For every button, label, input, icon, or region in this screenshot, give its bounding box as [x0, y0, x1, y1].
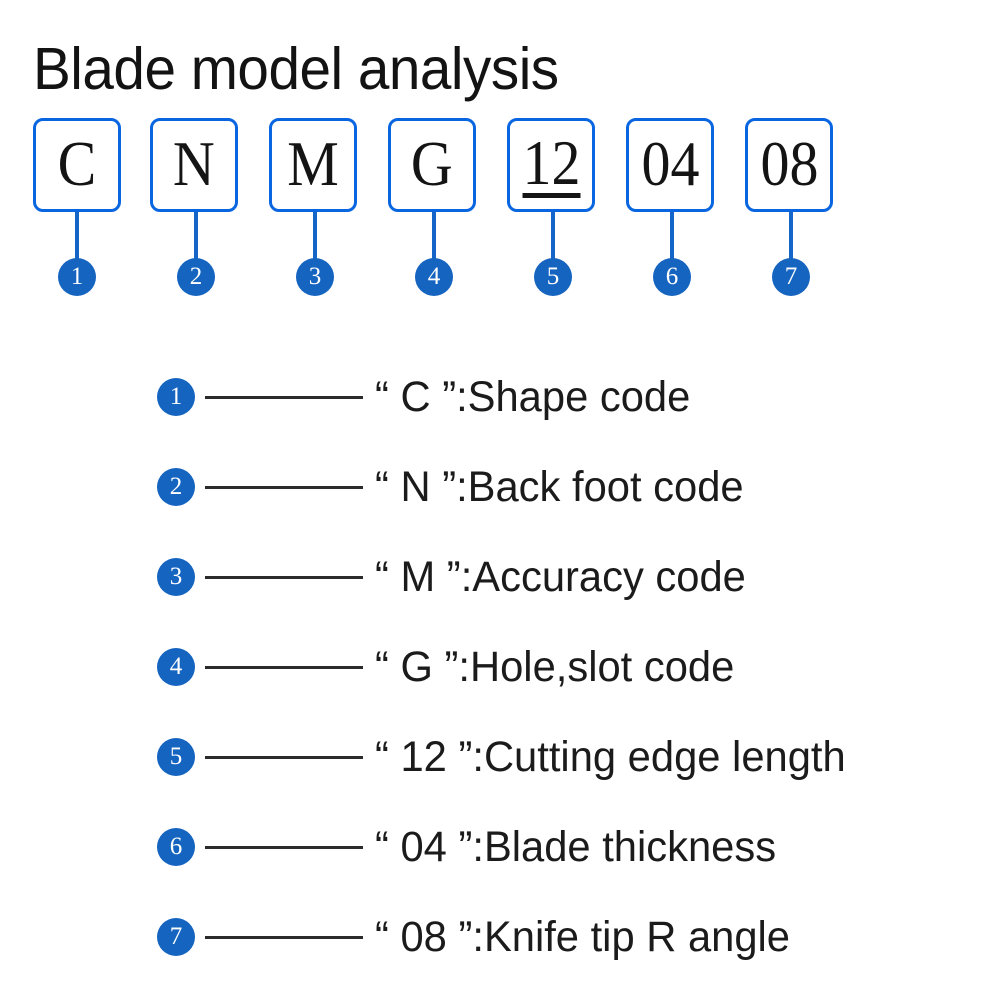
code-box-5[interactable]: 12 — [507, 118, 595, 212]
legend-badge-number: 6 — [169, 833, 183, 860]
page-title: Blade model analysis — [33, 36, 559, 102]
legend-label-1: “ C ”:Shape code — [375, 373, 691, 421]
legend-badge-5[interactable]: 5 — [157, 738, 195, 776]
connector-line-1 — [75, 212, 79, 260]
connector-line-4 — [432, 212, 436, 260]
legend-dash — [205, 665, 363, 669]
legend-badge-number: 1 — [169, 383, 183, 410]
code-box-label: M — [287, 128, 339, 199]
code-badge-4[interactable]: 4 — [415, 258, 453, 296]
code-badge-7[interactable]: 7 — [772, 258, 810, 296]
legend-dash — [205, 485, 363, 489]
legend-badge-number: 5 — [169, 743, 183, 770]
legend-dash — [205, 755, 363, 759]
legend-row-7[interactable]: 7 “ 08 ”:Knife tip R angle — [157, 913, 803, 961]
legend-dash — [205, 575, 363, 579]
legend-badge-number: 4 — [169, 653, 183, 680]
code-badge-number: 6 — [665, 263, 679, 290]
legend-label-6: “ 04 ”:Blade thickness — [375, 823, 777, 871]
legend-badge-3[interactable]: 3 — [157, 558, 195, 596]
legend-badge-2[interactable]: 2 — [157, 468, 195, 506]
code-box-label: G — [411, 128, 453, 199]
legend-badge-4[interactable]: 4 — [157, 648, 195, 686]
code-box-6[interactable]: 04 — [626, 118, 714, 212]
code-box-7[interactable]: 08 — [745, 118, 833, 212]
legend-label-7: “ 08 ”:Knife tip R angle — [375, 913, 791, 961]
legend-label-5: “ 12 ”:Cutting edge length — [375, 733, 846, 781]
legend-dash — [205, 935, 363, 939]
code-badge-number: 3 — [308, 263, 322, 290]
code-badge-number: 7 — [784, 263, 798, 290]
code-box-label: C — [57, 128, 97, 199]
code-box-1[interactable]: C — [33, 118, 121, 212]
code-box-label: 12 — [522, 127, 580, 198]
code-box-label: N — [173, 128, 215, 199]
code-badge-6[interactable]: 6 — [653, 258, 691, 296]
legend-row-4[interactable]: 4 “ G ”:Hole,slot code — [157, 643, 745, 691]
legend-row-3[interactable]: 3 “ M ”:Accuracy code — [157, 553, 757, 601]
code-box-label: 08 — [760, 128, 818, 199]
legend-badge-number: 2 — [169, 473, 183, 500]
connector-line-3 — [313, 212, 317, 260]
legend-dash — [205, 845, 363, 849]
legend-badge-6[interactable]: 6 — [157, 828, 195, 866]
connector-line-6 — [670, 212, 674, 260]
code-badge-2[interactable]: 2 — [177, 258, 215, 296]
legend-row-1[interactable]: 1 “ C ”:Shape code — [157, 373, 700, 421]
code-box-2[interactable]: N — [150, 118, 238, 212]
legend-badge-number: 3 — [169, 563, 183, 590]
code-box-label: 04 — [641, 128, 699, 199]
legend-dash — [205, 395, 363, 399]
code-box-4[interactable]: G — [388, 118, 476, 212]
code-badge-number: 5 — [546, 263, 560, 290]
legend-label-2: “ N ”:Back foot code — [375, 463, 744, 511]
legend-row-5[interactable]: 5 “ 12 ”:Cutting edge length — [157, 733, 860, 781]
connector-line-7 — [789, 212, 793, 260]
code-badge-number: 1 — [70, 263, 84, 290]
legend-row-6[interactable]: 6 “ 04 ”:Blade thickness — [157, 823, 788, 871]
code-badge-1[interactable]: 1 — [58, 258, 96, 296]
legend-badge-1[interactable]: 1 — [157, 378, 195, 416]
connector-line-2 — [194, 212, 198, 260]
code-badge-5[interactable]: 5 — [534, 258, 572, 296]
code-badge-3[interactable]: 3 — [296, 258, 334, 296]
legend-badge-number: 7 — [169, 923, 183, 950]
legend-row-2[interactable]: 2 “ N ”:Back foot code — [157, 463, 755, 511]
code-boxes-row: C N M G 12 04 08 — [33, 118, 843, 214]
connector-line-5 — [551, 212, 555, 260]
legend-label-4: “ G ”:Hole,slot code — [375, 643, 735, 691]
code-badge-number: 2 — [189, 263, 203, 290]
code-box-3[interactable]: M — [269, 118, 357, 212]
legend-label-3: “ M ”:Accuracy code — [375, 553, 746, 601]
legend-badge-7[interactable]: 7 — [157, 918, 195, 956]
code-badge-number: 4 — [427, 263, 441, 290]
